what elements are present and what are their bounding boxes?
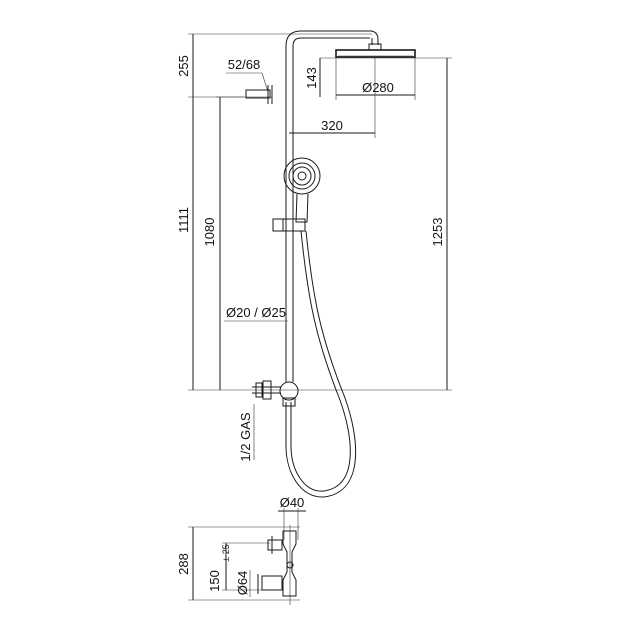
- dim-label-52-68: 52/68: [228, 57, 261, 72]
- shower-arm-inner: [292, 37, 370, 47]
- dim-label-280: Ø280: [362, 80, 394, 95]
- hose-outer: [290, 230, 351, 492]
- diverter-body: [279, 381, 299, 401]
- dim-label-150: 150: [207, 570, 222, 592]
- shower-arm-outer: [285, 30, 372, 47]
- hand-shower-head-outer: [283, 157, 321, 195]
- hand-shower-head-ring: [288, 162, 316, 190]
- dim-label-1111: 1111: [176, 207, 191, 233]
- head-connector: [368, 43, 382, 51]
- mixer-body: [282, 530, 297, 597]
- dim-label-gas: 1/2 GAS: [238, 412, 253, 461]
- mixer-lower-connection: [261, 575, 283, 591]
- diverter-outlet: [282, 397, 296, 407]
- hose-inner: [285, 230, 357, 498]
- hand-shower-head-ring-2: [292, 166, 312, 186]
- dim-label-150-tol: ± 25: [221, 544, 231, 561]
- wall-bracket-top: [245, 89, 271, 99]
- dim-label-255: 255: [176, 55, 191, 77]
- dim-label-1080: 1080: [202, 218, 217, 247]
- leader-52-68-drop: [261, 72, 269, 93]
- inlet-nut: [262, 380, 272, 400]
- dim-label-143: 143: [304, 67, 319, 89]
- hand-shower-handle: [295, 193, 309, 223]
- arm-elbow-drop: [369, 30, 379, 45]
- hand-shower-head-center: [297, 171, 307, 181]
- dim-label-320: 320: [321, 118, 343, 133]
- dim-label-288: 288: [176, 553, 191, 575]
- dim-label-40: Ø40: [280, 495, 305, 510]
- dim-label-1253: 1253: [430, 218, 445, 247]
- dim-label-20-25: Ø20 / Ø25: [226, 305, 286, 320]
- mixer-upper-connection: [267, 539, 283, 551]
- slide-holder: [272, 218, 306, 232]
- shower-head: [335, 49, 416, 58]
- inlet-nut-2: [255, 382, 263, 398]
- dim-label-64: Ø64: [235, 571, 250, 596]
